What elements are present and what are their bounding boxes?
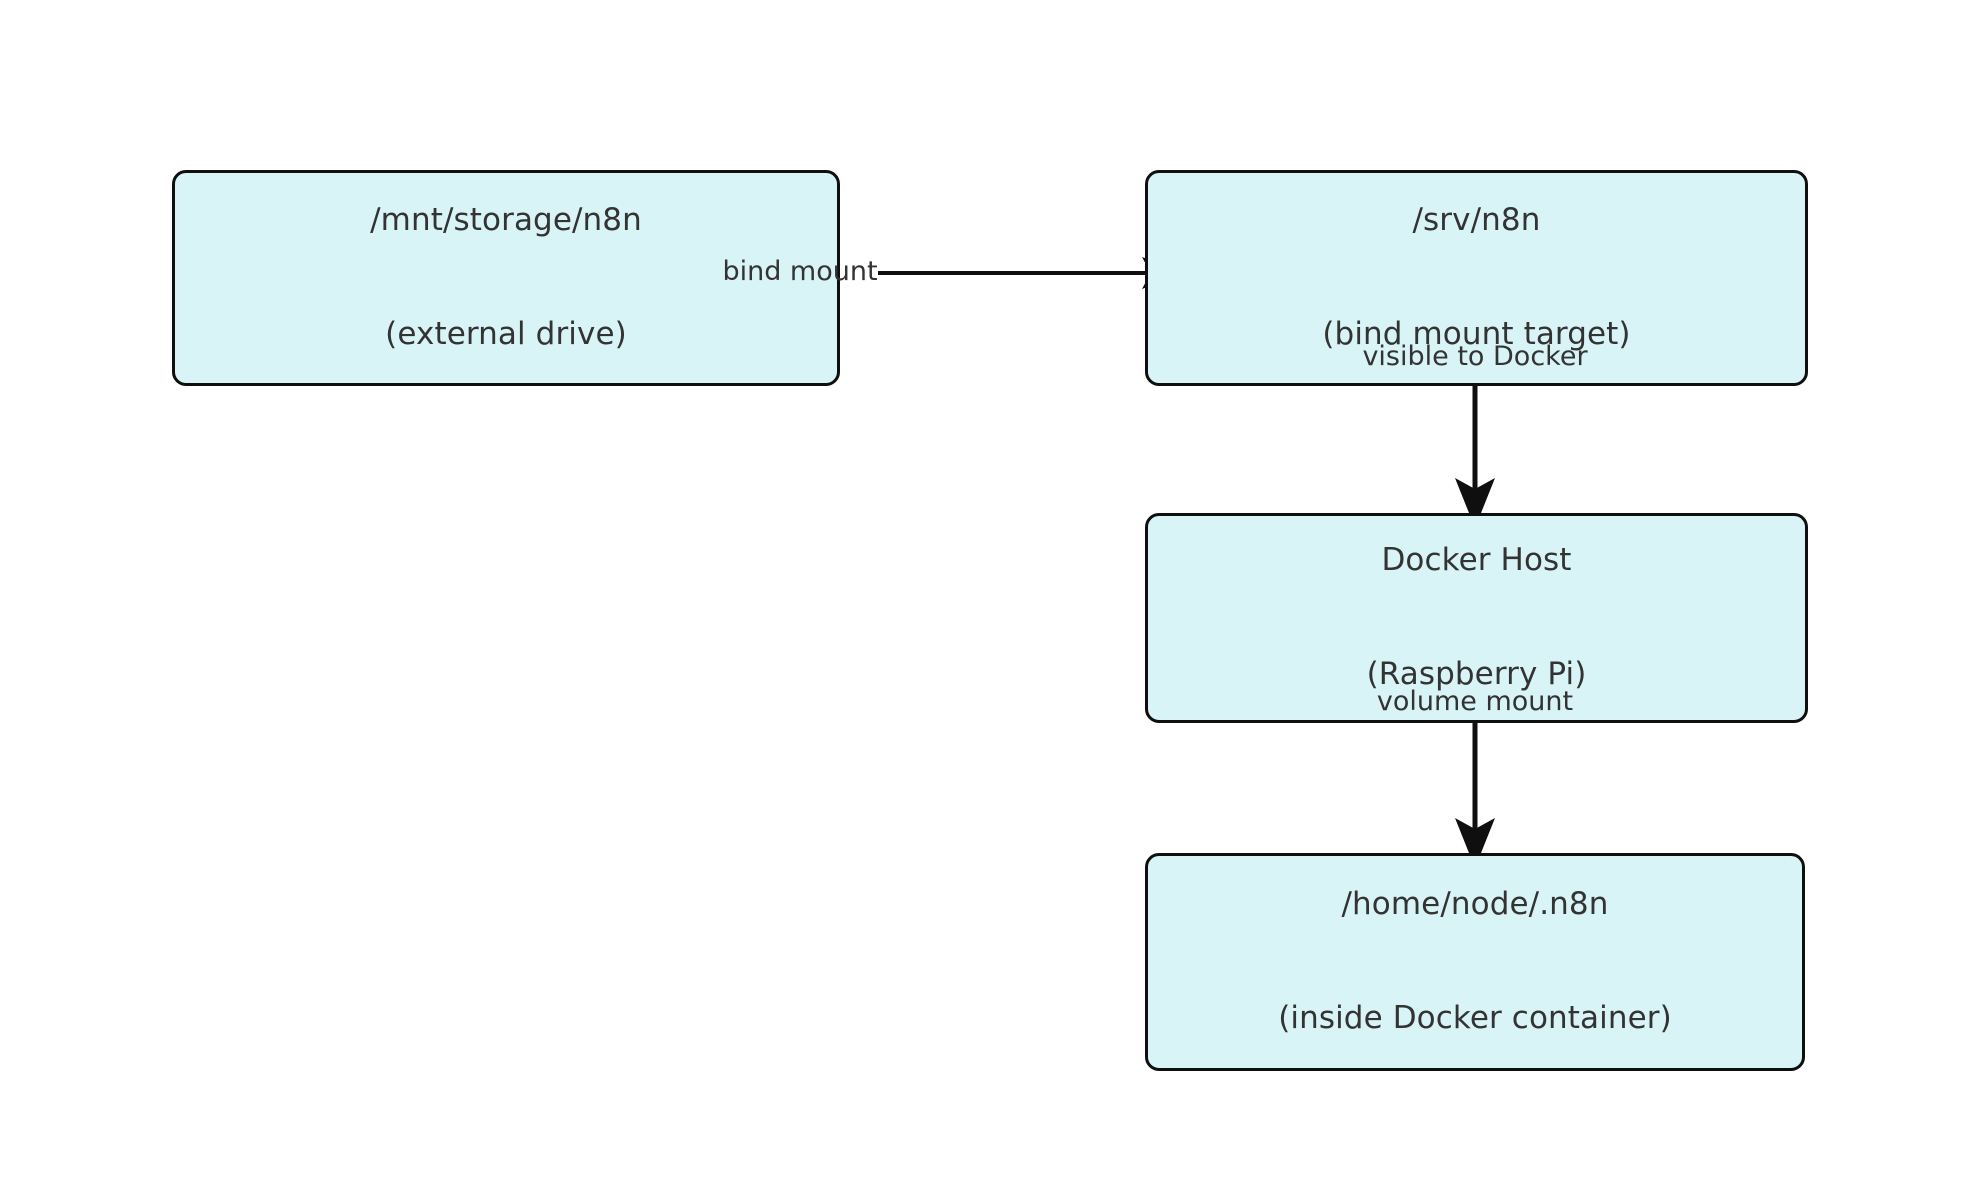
node-external-drive-detail: (external drive) bbox=[385, 315, 627, 352]
node-bind-mount-target-path: /srv/n8n bbox=[1412, 202, 1541, 239]
node-external-drive[interactable]: /mnt/storage/n8n (external drive) bbox=[172, 170, 840, 386]
node-docker-host[interactable]: Docker Host (Raspberry Pi) bbox=[1145, 513, 1808, 723]
edge-label-bind-mount: bind mount bbox=[722, 255, 878, 287]
node-docker-host-label: Docker Host (Raspberry Pi) bbox=[1367, 467, 1587, 770]
edge-label-volume-mount: volume mount bbox=[1376, 685, 1574, 717]
edge-label-visible-to-docker: visible to Docker bbox=[1362, 340, 1588, 372]
node-bind-mount-target-label: /srv/n8n (bind mount target) bbox=[1322, 127, 1630, 430]
node-external-drive-path: /mnt/storage/n8n bbox=[370, 202, 642, 239]
node-container-path-label: /home/node/.n8n (inside Docker container… bbox=[1278, 811, 1672, 1114]
node-bind-mount-target-detail: (bind mount target) bbox=[1322, 315, 1631, 352]
node-docker-host-detail: (Raspberry Pi) bbox=[1366, 655, 1587, 692]
node-docker-host-name: Docker Host bbox=[1381, 542, 1572, 579]
node-container-path[interactable]: /home/node/.n8n (inside Docker container… bbox=[1145, 853, 1805, 1071]
node-container-path-detail: (inside Docker container) bbox=[1278, 999, 1672, 1036]
node-bind-mount-target[interactable]: /srv/n8n (bind mount target) bbox=[1145, 170, 1808, 386]
node-external-drive-label: /mnt/storage/n8n (external drive) bbox=[370, 127, 642, 430]
node-container-path-path: /home/node/.n8n bbox=[1341, 886, 1609, 923]
